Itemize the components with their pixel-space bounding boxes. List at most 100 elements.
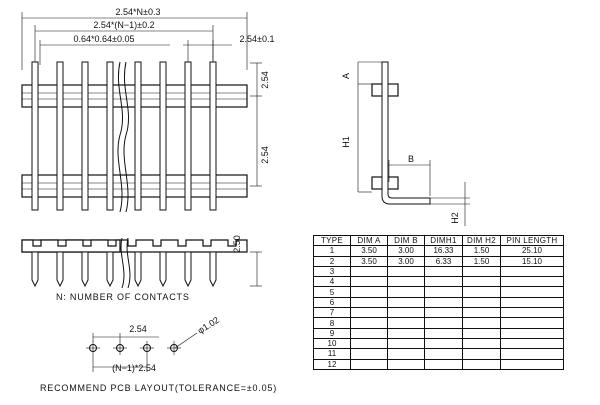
- table-cell: [387, 348, 425, 360]
- dim-right-lower: 2.54: [260, 146, 270, 164]
- side-view: A H1 B H2: [341, 61, 470, 226]
- table-cell: [387, 276, 425, 288]
- pcb-layout-note: RECOMMEND PCB LAYOUT(TOLERANCE=±0.05): [40, 383, 277, 393]
- table-cell: [424, 337, 463, 350]
- table-cell: [424, 265, 463, 278]
- table-header: DIMH1: [424, 234, 463, 247]
- table-cell: [424, 296, 463, 309]
- table-cell: 6.33: [424, 255, 463, 267]
- table-row: 4: [313, 276, 564, 288]
- table-cell: [500, 337, 564, 350]
- pin: [56, 251, 64, 288]
- table-cell: [350, 265, 388, 278]
- table-cell: 4: [313, 276, 351, 288]
- table-header: DIM B: [387, 234, 425, 247]
- dim-total-label: 2.54*N±0.3: [116, 7, 161, 17]
- table-cell: [500, 286, 564, 298]
- table-cell: [350, 296, 388, 309]
- table-cell: 3.50: [350, 245, 388, 257]
- table-cell: 3.50: [350, 255, 388, 267]
- table-cell: [387, 358, 425, 370]
- pcb-hole-leader: [174, 332, 198, 349]
- table-cell: [387, 265, 425, 278]
- table-cell: [500, 307, 564, 319]
- table-row: 6: [313, 296, 564, 309]
- table-cell: [462, 358, 501, 370]
- pin: [31, 251, 39, 288]
- table-cell: [500, 276, 564, 288]
- table-cell: [462, 317, 501, 329]
- pin: [184, 251, 192, 288]
- pin: [184, 61, 192, 211]
- table-cell: [350, 286, 388, 298]
- pcb-dim-span: (N−1)*2.54: [112, 363, 156, 373]
- pin: [134, 61, 142, 211]
- pin: [159, 251, 167, 288]
- table-cell: [462, 307, 501, 319]
- pcb-dim-hole: φ1.02: [196, 315, 221, 336]
- dim-front-height: 2.50: [232, 235, 242, 253]
- table-cell: 1.50: [462, 245, 501, 257]
- table-row: 12: [313, 358, 564, 370]
- table-cell: 8: [313, 317, 351, 329]
- table-cell: [424, 276, 463, 288]
- table-row: 5: [313, 286, 564, 298]
- pin: [209, 61, 217, 211]
- table-cell: [387, 286, 425, 298]
- table-cell: [387, 296, 425, 309]
- table-cell: 1: [313, 245, 351, 257]
- pcb-layout: 2.54 φ1.02 (N−1)*2.54: [86, 315, 221, 373]
- dimension-table: TYPE DIM A DIM B DIMH1 DIM H2 PIN LENGTH…: [313, 234, 564, 370]
- dim-right-upper: 2.54: [260, 71, 270, 89]
- break-line-right: [123, 61, 130, 213]
- table-cell: [387, 337, 425, 350]
- table-cell: [350, 337, 388, 350]
- table-cell: 2: [313, 255, 351, 267]
- side-label-b: B: [408, 154, 414, 164]
- table-cell: 1.50: [462, 255, 501, 267]
- table-cell: [462, 327, 501, 339]
- pin: [209, 251, 217, 288]
- table-cell: [350, 307, 388, 319]
- table-cell: [350, 358, 388, 370]
- table-header: DIM H2: [462, 234, 501, 247]
- front-break-line: [120, 237, 125, 289]
- front-break-line-2: [126, 237, 131, 289]
- pin: [31, 61, 39, 211]
- table-cell: 3.00: [387, 255, 425, 267]
- pin: [106, 251, 114, 288]
- table-cell: [424, 348, 463, 360]
- table-row: 9: [313, 327, 564, 339]
- table-cell: 11: [313, 348, 351, 360]
- dim-pin-label: 0.64*0.64±0.05: [74, 34, 135, 44]
- table-header: PIN LENGTH: [500, 234, 564, 247]
- front-view: 2.50: [21, 235, 262, 289]
- table-cell: [462, 276, 501, 288]
- table-cell: 25.10: [500, 245, 564, 257]
- table-cell: [462, 265, 501, 278]
- table-cell: [387, 317, 425, 329]
- table-cell: [462, 286, 501, 298]
- table-header: TYPE: [313, 234, 351, 247]
- table-cell: [500, 348, 564, 360]
- front-view-pins: [31, 251, 217, 288]
- table-cell: [500, 327, 564, 339]
- table-cell: [387, 307, 425, 319]
- table-cell: [350, 276, 388, 288]
- table-cell: 5: [313, 286, 351, 298]
- pin: [56, 61, 64, 211]
- dim-pitch-label: 2.54±0.1: [240, 34, 275, 44]
- table-cell: [424, 286, 463, 298]
- table-cell: 16.33: [424, 245, 463, 257]
- table-cell: [350, 317, 388, 329]
- pin: [81, 61, 89, 211]
- table-cell: [350, 327, 388, 339]
- side-label-h2: H2: [450, 212, 460, 224]
- table-row: 7: [313, 307, 564, 319]
- table-cell: [424, 358, 463, 370]
- top-view-pins: [31, 61, 217, 211]
- table-cell: [424, 317, 463, 329]
- side-label-a: A: [341, 73, 351, 79]
